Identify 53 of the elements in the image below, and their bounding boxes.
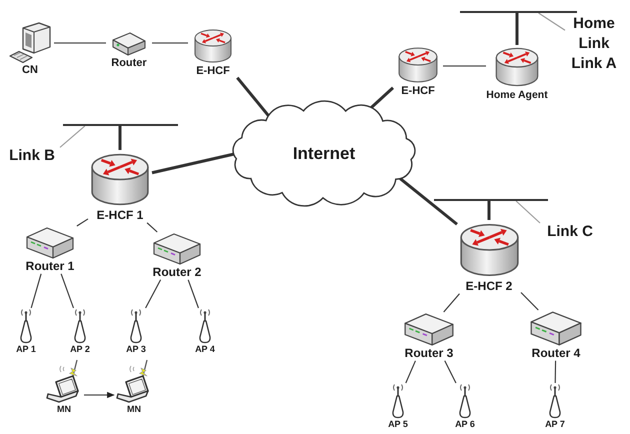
node-label: AP 5 xyxy=(388,419,408,430)
connection-line xyxy=(76,218,88,226)
connection-line xyxy=(118,126,122,150)
node-label: Router 4 xyxy=(532,347,580,361)
leader-line xyxy=(538,12,566,31)
connection-line xyxy=(60,274,74,308)
node-label: AP 3 xyxy=(126,344,146,354)
connection-line xyxy=(236,76,270,117)
node-label: Router xyxy=(111,57,147,70)
link-label: Home Link xyxy=(572,14,616,54)
cloud-label: Internet xyxy=(292,144,356,164)
node-label: E-HCF 2 xyxy=(466,280,512,294)
connection-line xyxy=(370,86,394,109)
connection-line xyxy=(54,42,106,44)
node-label: E-HCF xyxy=(401,85,435,98)
connection-line xyxy=(488,201,490,220)
node-label: MN xyxy=(57,404,71,414)
connection-line xyxy=(399,177,458,226)
link-label: Link B xyxy=(8,146,56,166)
node-label: Router 3 xyxy=(404,347,454,361)
leader-line xyxy=(60,126,86,148)
connection-line xyxy=(516,13,518,45)
arrow xyxy=(84,392,115,398)
node-label: Router 1 xyxy=(26,260,74,274)
connection-line xyxy=(443,293,460,312)
node-label: CN xyxy=(22,64,38,77)
connection-line xyxy=(146,222,158,232)
node-label: AP 6 xyxy=(455,419,475,430)
node-label: Router 2 xyxy=(152,266,202,280)
connection-line xyxy=(30,274,42,308)
node-label: AP 4 xyxy=(195,344,215,354)
node-label: E-HCF 1 xyxy=(96,209,144,223)
connection-line xyxy=(405,360,416,384)
node-label: E-HCF xyxy=(196,65,230,78)
connection-line xyxy=(444,360,456,384)
connection-line xyxy=(443,65,486,67)
connection-line xyxy=(152,42,188,44)
node-label: AP 1 xyxy=(16,344,36,354)
bus-line xyxy=(434,199,548,201)
bus-line xyxy=(460,11,577,13)
connection-line xyxy=(188,280,199,308)
link-label: Link A xyxy=(570,54,618,74)
connection-line xyxy=(554,360,556,383)
node-label: AP 7 xyxy=(545,419,565,430)
link-label: Link C xyxy=(546,222,594,242)
node-label: MN xyxy=(127,404,141,414)
node-label: Home Agent xyxy=(486,89,548,102)
bus-line xyxy=(63,124,178,126)
leader-line xyxy=(516,200,540,224)
connection-line xyxy=(152,152,234,174)
connection-line xyxy=(145,280,162,308)
connection-line xyxy=(520,292,539,310)
node-label: AP 2 xyxy=(70,344,90,354)
